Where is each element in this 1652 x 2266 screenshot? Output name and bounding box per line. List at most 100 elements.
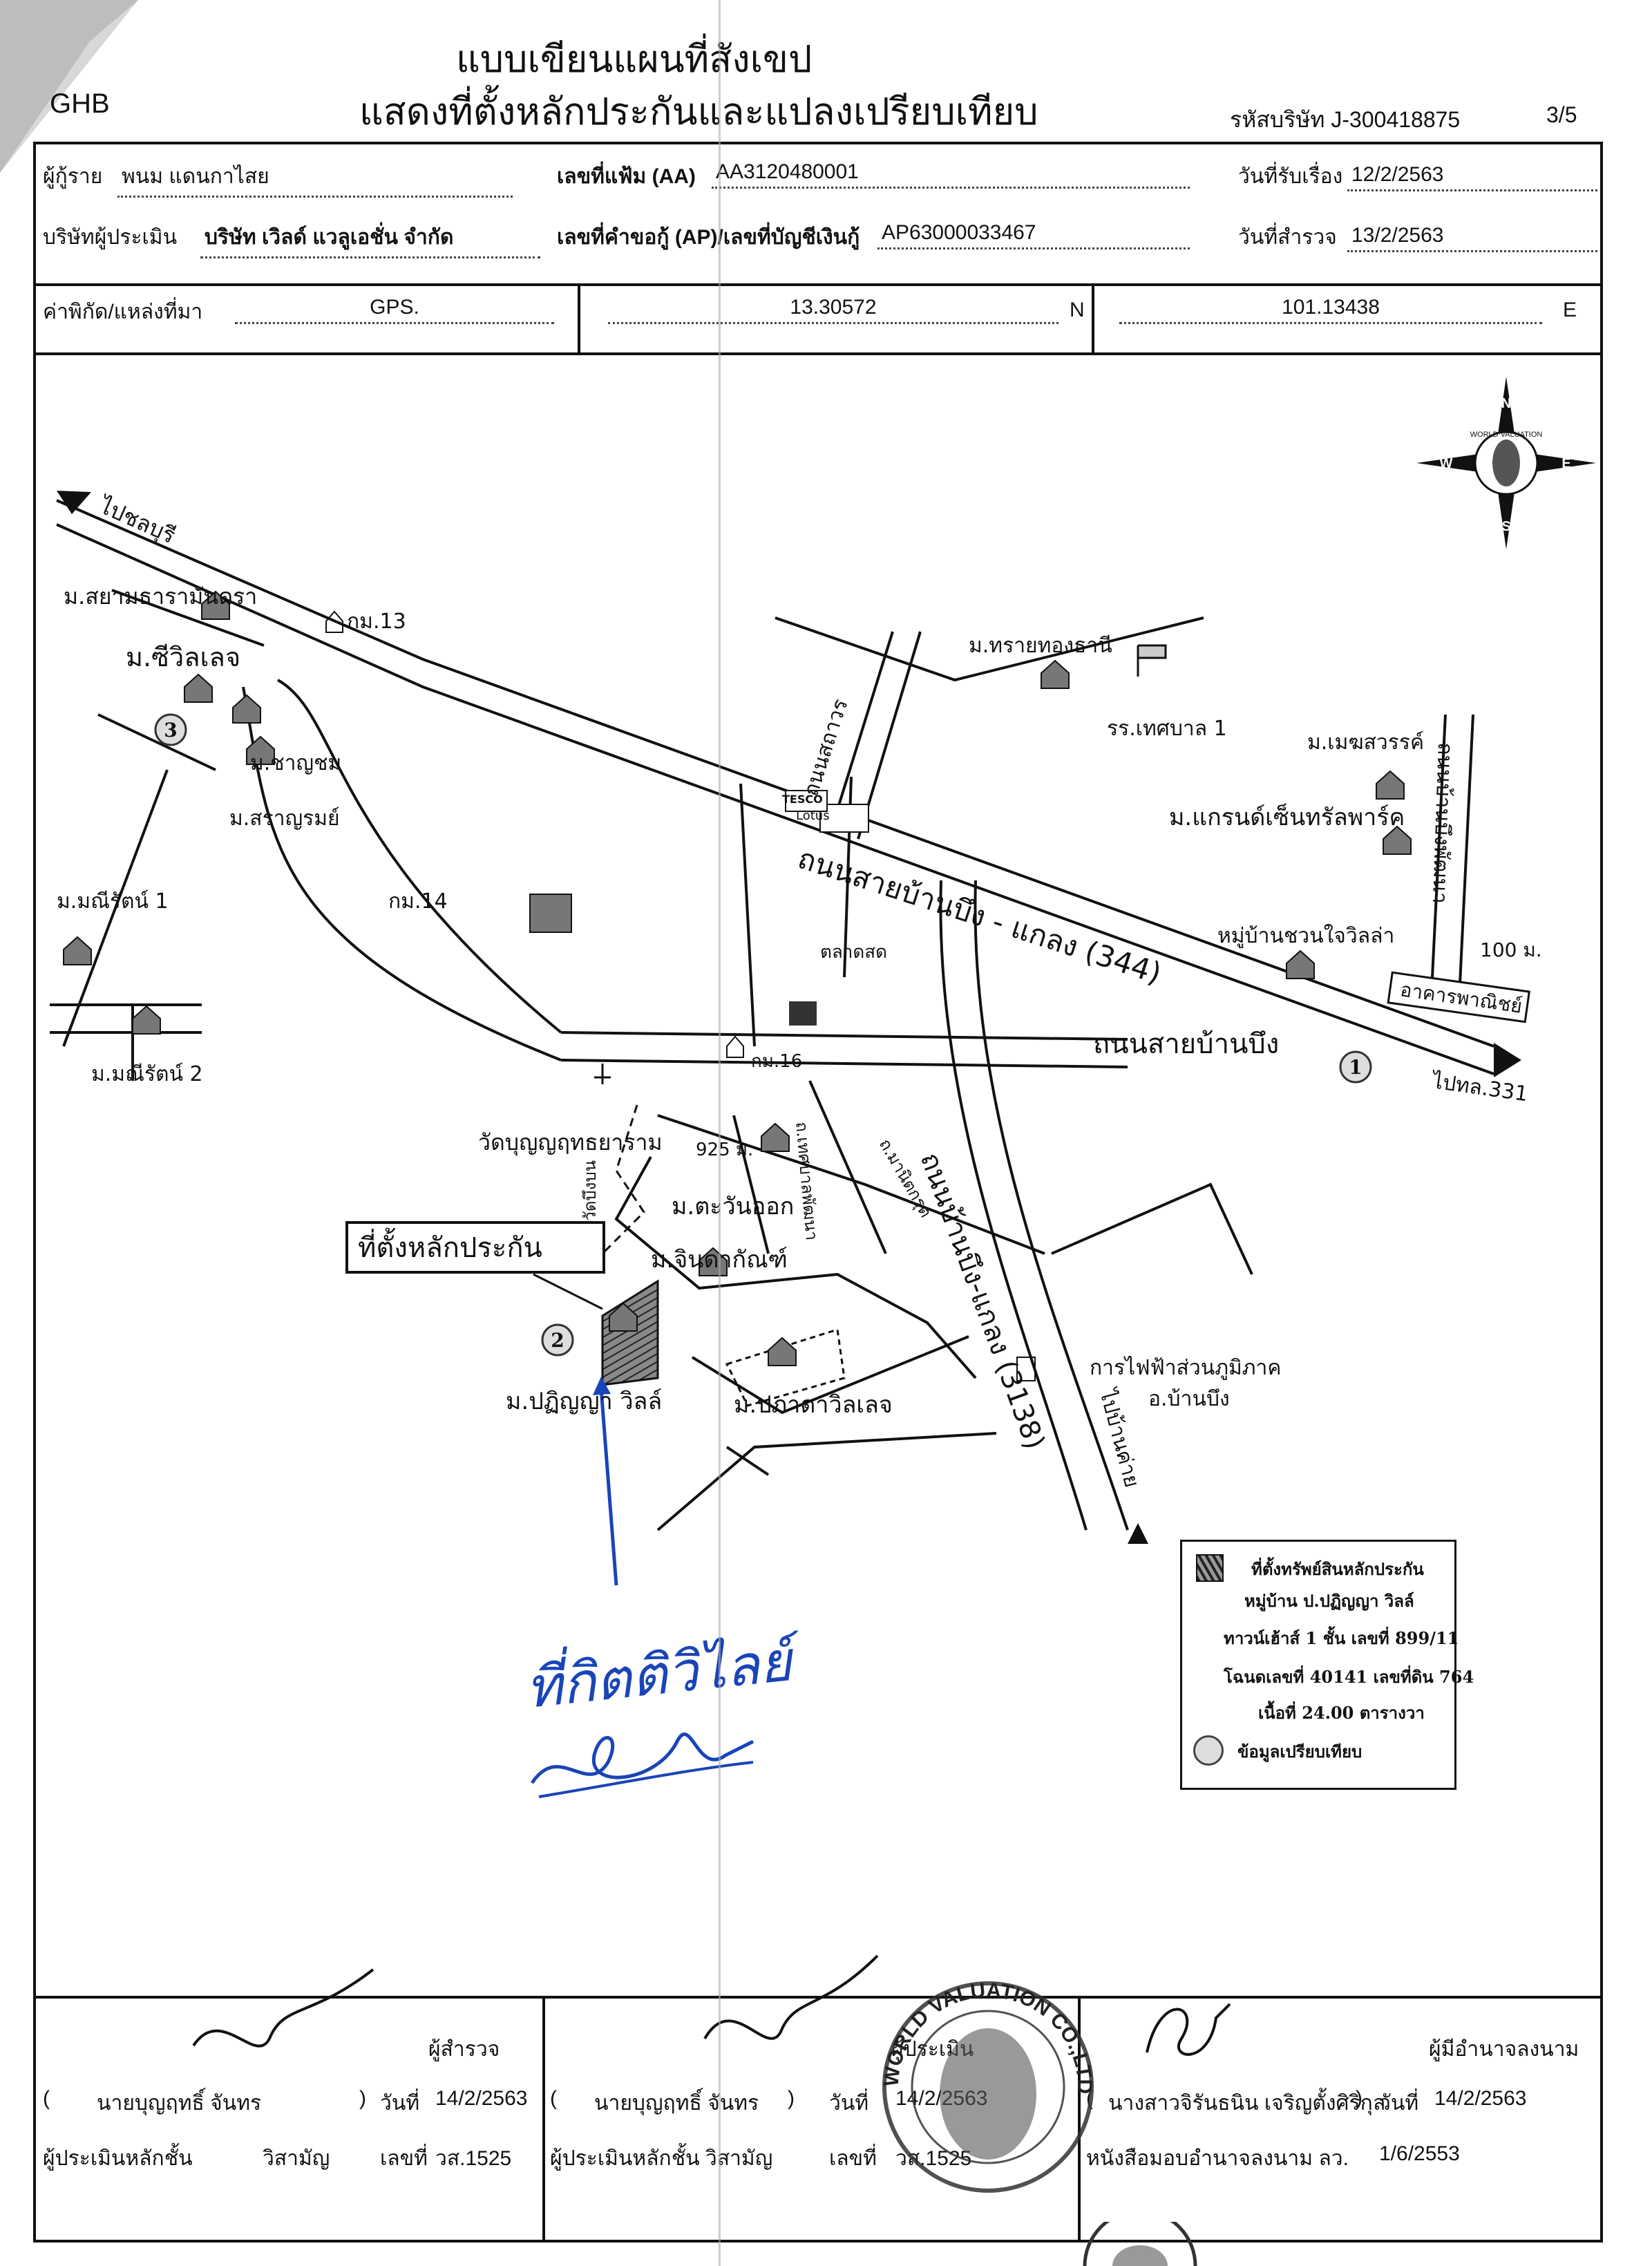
marker-1-label: 1	[1349, 1056, 1362, 1079]
received-value: 12/2/2563	[1347, 163, 1597, 191]
poa-date: 1/6/2553	[1379, 2142, 1460, 2165]
collateral-parcel	[601, 1279, 659, 1386]
compass-center-label: WORLD VALUATION	[1470, 431, 1543, 439]
distance-100-label: 100 ม.	[1480, 938, 1542, 961]
marker-3-label: 3	[164, 719, 177, 742]
authorized-date-label: วันที่	[1379, 2092, 1419, 2115]
sea-village-label: ม.ซีวิลเลจ	[126, 642, 240, 672]
paren-close: )	[359, 2087, 366, 2110]
paren-open: (	[43, 2087, 50, 2110]
house-icon	[609, 1302, 638, 1332]
utility-icon	[1016, 1357, 1036, 1381]
surveyor-date: 14/2/2563	[435, 2087, 528, 2110]
maneerat-1-label: ม.มณีรัตน์ 1	[57, 889, 169, 914]
divider	[542, 1996, 545, 2243]
commercial-building	[1387, 971, 1531, 1023]
shop-icon	[789, 1001, 817, 1026]
tawan-ok-label: ม.ตะวันออก	[672, 1193, 794, 1220]
pea-district-label: อ.บ้านบึง	[1148, 1387, 1230, 1411]
km14-label: กม.14	[388, 889, 448, 914]
file-no-value: AA3120480001	[712, 160, 1190, 189]
survey-value: 13/2/2563	[1347, 224, 1597, 252]
legend-line-5: เนื้อที่ 24.00 ตารางวา	[1258, 1703, 1425, 1723]
appraiser-signature	[703, 1954, 879, 2040]
location-map: 1 2 3 ไปชลบุรี ไปทล.331 ไปบ้านค่าย ถนนสา…	[50, 491, 1542, 1586]
building-icon	[529, 894, 572, 933]
road-thetsaban-label: ถ.เทศบาลพัฒนา	[792, 1121, 822, 1241]
market-label: ตลาดสด	[820, 942, 887, 963]
collateral-title-box	[345, 1221, 605, 1274]
authorized-date: 14/2/2563	[1434, 2087, 1527, 2110]
loan-no-value: AP63000033467	[877, 221, 1190, 249]
house-icon	[246, 735, 275, 765]
divider	[1092, 283, 1094, 352]
school-label: รร.เทศบาล 1	[1107, 717, 1227, 741]
borrower-label: ผู้กู้ราย	[43, 165, 103, 188]
road-344-label: ถนนสายบ้านบึง - แกลง (344)	[794, 841, 1166, 990]
pointer-arrow	[599, 1388, 618, 1586]
compass-w: W	[1440, 456, 1453, 471]
company-stamp: WORLD VALUATION CO.,LTD.	[857, 1970, 1096, 2193]
coord-source: GPS.	[235, 296, 554, 324]
appraiser-date-label: วันที่	[829, 2092, 869, 2115]
maneerat-2-label: ม.มณีรัตน์ 2	[91, 1062, 203, 1086]
tesco-label: TESCO	[782, 793, 823, 806]
legend-line-4: โฉนดเลขที่ 40141 เลขที่ดิน 764	[1224, 1667, 1474, 1687]
house-icon	[184, 673, 213, 703]
brand-label: GHB	[50, 88, 110, 119]
loan-no-label: เลขที่คำขอกู้ (AP)/เลขที่บัญชีเงินกู้	[557, 226, 860, 249]
saithong-label: ม.ทรายทองธานี	[969, 634, 1112, 658]
collateral-swatch	[1196, 1554, 1224, 1582]
page-fold	[0, 0, 138, 173]
surveyor-name: นายบุญฤทธิ์ จันทร	[97, 2092, 262, 2115]
paren-close: )	[1356, 2087, 1363, 2110]
title-line-1: แบบเขียนแผนที่สังเขป	[456, 37, 813, 81]
road-phatthana-label: ถนนบ้านบึงพัฒนา	[1427, 742, 1457, 905]
paren-close: )	[788, 2087, 795, 2110]
divider	[578, 283, 580, 352]
comparison-swatch	[1193, 1735, 1224, 1766]
surveyor-signature	[192, 1968, 374, 2048]
road-banbueng-label: ถนนสายบ้านบึง	[1093, 1028, 1279, 1060]
to-chonburi-label: ไปชลบุรี	[94, 491, 180, 549]
latitude-value: 13.30572	[608, 296, 1058, 324]
latitude-dir: N	[1070, 299, 1085, 321]
company-code-label: รหัสบริษัท	[1230, 107, 1325, 132]
siam-thara-label: ม.สยามธารามันดรา	[64, 583, 257, 610]
survey-label: วันที่สำรวจ	[1238, 226, 1337, 249]
surveyor-no-label: เลขที่	[380, 2147, 428, 2170]
handwritten-signature	[530, 1732, 754, 1798]
longitude-value: 101.13438	[1119, 296, 1542, 324]
house-icon	[63, 936, 92, 965]
title-line-2: แสดงที่ตั้งหลักประกันและแปลงเปรียบเทียบ	[359, 90, 1038, 133]
scan-artifact	[719, 0, 721, 2266]
authorized-signature	[1146, 2003, 1231, 2056]
pea-label: การไฟฟ้าส่วนภูมิภาค	[1090, 1355, 1281, 1380]
temple-icon	[594, 1064, 611, 1084]
paren-open: (	[550, 2087, 557, 2110]
compass-e: E	[1561, 456, 1570, 471]
received-label: วันที่รับเรื่อง	[1238, 165, 1343, 188]
chuanchai-label: หมู่บ้านชวนใจวิลล่า	[1217, 924, 1394, 948]
to-klaeng-label: ไปทล.331	[1430, 1068, 1530, 1106]
surveyor-level: วิสามัญ	[263, 2147, 330, 2170]
surveyor-no: วส.1525	[435, 2147, 512, 2170]
stamp-fragment	[1083, 2222, 1197, 2266]
appraiser-no-label: เลขที่	[829, 2147, 877, 2170]
borrower-value: พนม แดนกาไสย	[117, 160, 513, 198]
house-icon	[768, 1337, 797, 1366]
north-arrow	[1497, 377, 1515, 439]
divider	[33, 352, 1603, 355]
mekswan-label: ม.เมฆสวรรค์	[1307, 730, 1424, 755]
km-marker-icon	[726, 1035, 744, 1058]
km13-label: กม.13	[347, 610, 406, 634]
file-no-label: เลขที่แฟ้ม (AA)	[557, 165, 696, 188]
house-icon	[201, 590, 230, 620]
map-legend: ที่ตั้งทรัพย์สินหลักประกัน หมู่บ้าน ป.ปฏ…	[1180, 1540, 1474, 1790]
lotus-label: Lotus	[796, 809, 830, 823]
longitude-dir: E	[1563, 299, 1577, 321]
legend-line-2: หมู่บ้าน ป.ปฏิญญา วิลล์	[1244, 1591, 1414, 1611]
divider	[1078, 1996, 1081, 2243]
company-code: รหัสบริษัท J-300418875	[1230, 102, 1460, 138]
south-arrow	[1497, 487, 1515, 549]
